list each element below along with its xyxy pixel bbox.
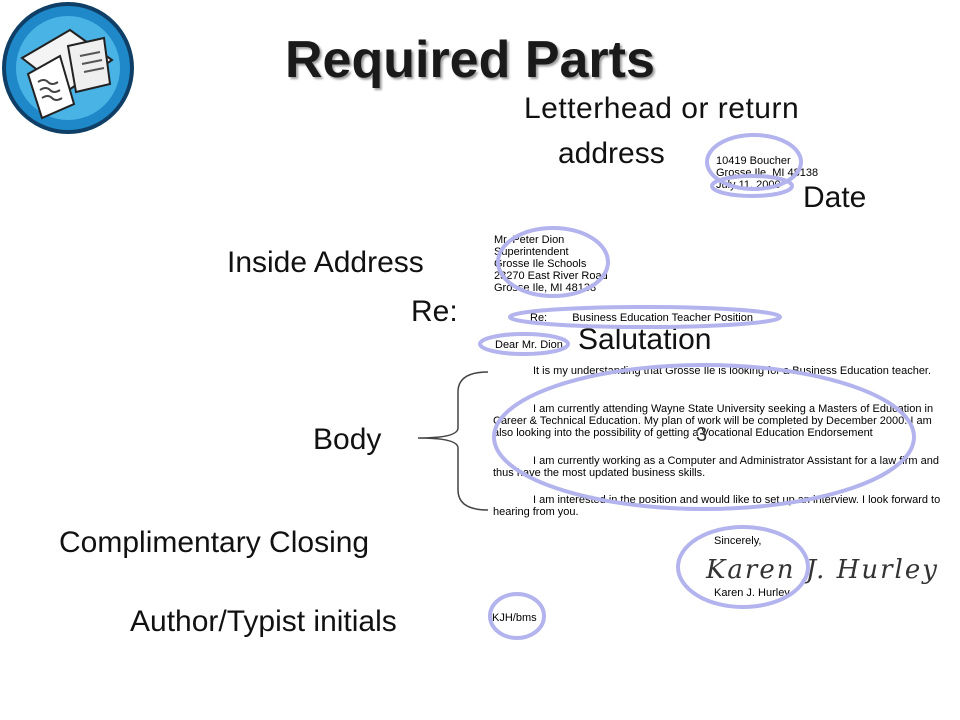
letter-closing: Sincerely, [714,535,762,547]
re-line-text: Business Education Teacher Position [572,312,753,324]
envelope-letters-icon [0,0,140,138]
label-letterhead-line1: Letterhead or return [524,92,800,125]
letter-signature: Karen J. Hurley [706,555,939,585]
label-date: Date [803,181,867,214]
highlight-body [492,363,916,511]
slide-title: Required Parts [285,31,655,89]
highlight-inside-address [496,226,610,298]
body-brace [417,371,489,511]
highlight-salutation [478,332,570,356]
label-re: Re: [411,295,458,328]
label-author-initials: Author/Typist initials [130,605,397,638]
inside-address-line: 23270 East River Road [494,270,608,282]
letter-paragraph: I am currently working as a Computer and… [493,455,939,479]
label-complimentary-closing: Complimentary Closing [59,526,370,559]
letter-salutation: Dear Mr. Dion [495,339,563,351]
inside-address: Mr. Peter Dion Superintendent Grosse Ile… [494,234,608,294]
inside-address-line: Grosse Ile Schools [494,258,587,270]
return-address-line: 10419 Boucher [716,155,791,167]
highlight-initials [488,592,546,640]
label-inside-address: Inside Address [227,246,424,279]
paragraph-count-marker: 3 [696,424,708,446]
highlight-re-line [508,305,782,329]
inside-address-line: Mr. Peter Dion [494,234,565,246]
letter-paragraph: I am currently attending Wayne State Uni… [493,403,934,439]
letter-typed-name: Karen J. Hurley [714,587,790,599]
label-body: Body [313,423,382,456]
highlight-date [710,174,794,198]
highlight-return-address [705,133,803,191]
highlight-closing [676,525,810,609]
label-letterhead-line2: address [558,137,665,170]
letter-initials: KJH/bms [492,612,537,624]
inside-address-line: Superintendent [494,246,569,258]
